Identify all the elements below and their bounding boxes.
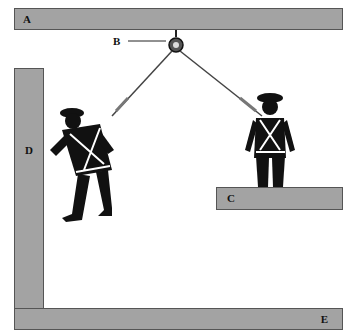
anchor-hook xyxy=(175,30,177,37)
lanyard-sleeve xyxy=(240,98,256,111)
harness xyxy=(70,128,110,172)
ceiling-beam: A xyxy=(14,8,343,30)
leader-line xyxy=(128,41,166,42)
arm xyxy=(94,128,114,154)
part-letter: D xyxy=(25,145,33,156)
arm xyxy=(282,120,295,152)
lifeline xyxy=(180,51,262,116)
lanyard-sleeve xyxy=(116,98,128,111)
worker-left xyxy=(50,108,114,222)
ledge: C xyxy=(216,187,343,210)
retractable-device xyxy=(169,38,183,52)
head xyxy=(65,113,81,129)
harness xyxy=(256,120,285,152)
leg xyxy=(62,174,90,222)
part-letter: C xyxy=(227,193,235,204)
wall: D xyxy=(14,68,44,310)
leg xyxy=(256,156,269,187)
worker-right xyxy=(245,93,295,187)
leg xyxy=(96,170,112,216)
part-letter: A xyxy=(23,14,31,25)
device-hub xyxy=(173,42,179,48)
torso xyxy=(62,124,112,176)
torso xyxy=(254,118,286,158)
head xyxy=(262,99,278,115)
anchor-device xyxy=(169,30,183,52)
lifeline xyxy=(112,51,172,116)
callout-letter: B xyxy=(113,36,120,47)
floor: E xyxy=(14,308,343,330)
part-letter: E xyxy=(321,314,328,325)
leg xyxy=(272,156,285,187)
arm xyxy=(50,134,70,156)
arm xyxy=(245,120,258,152)
